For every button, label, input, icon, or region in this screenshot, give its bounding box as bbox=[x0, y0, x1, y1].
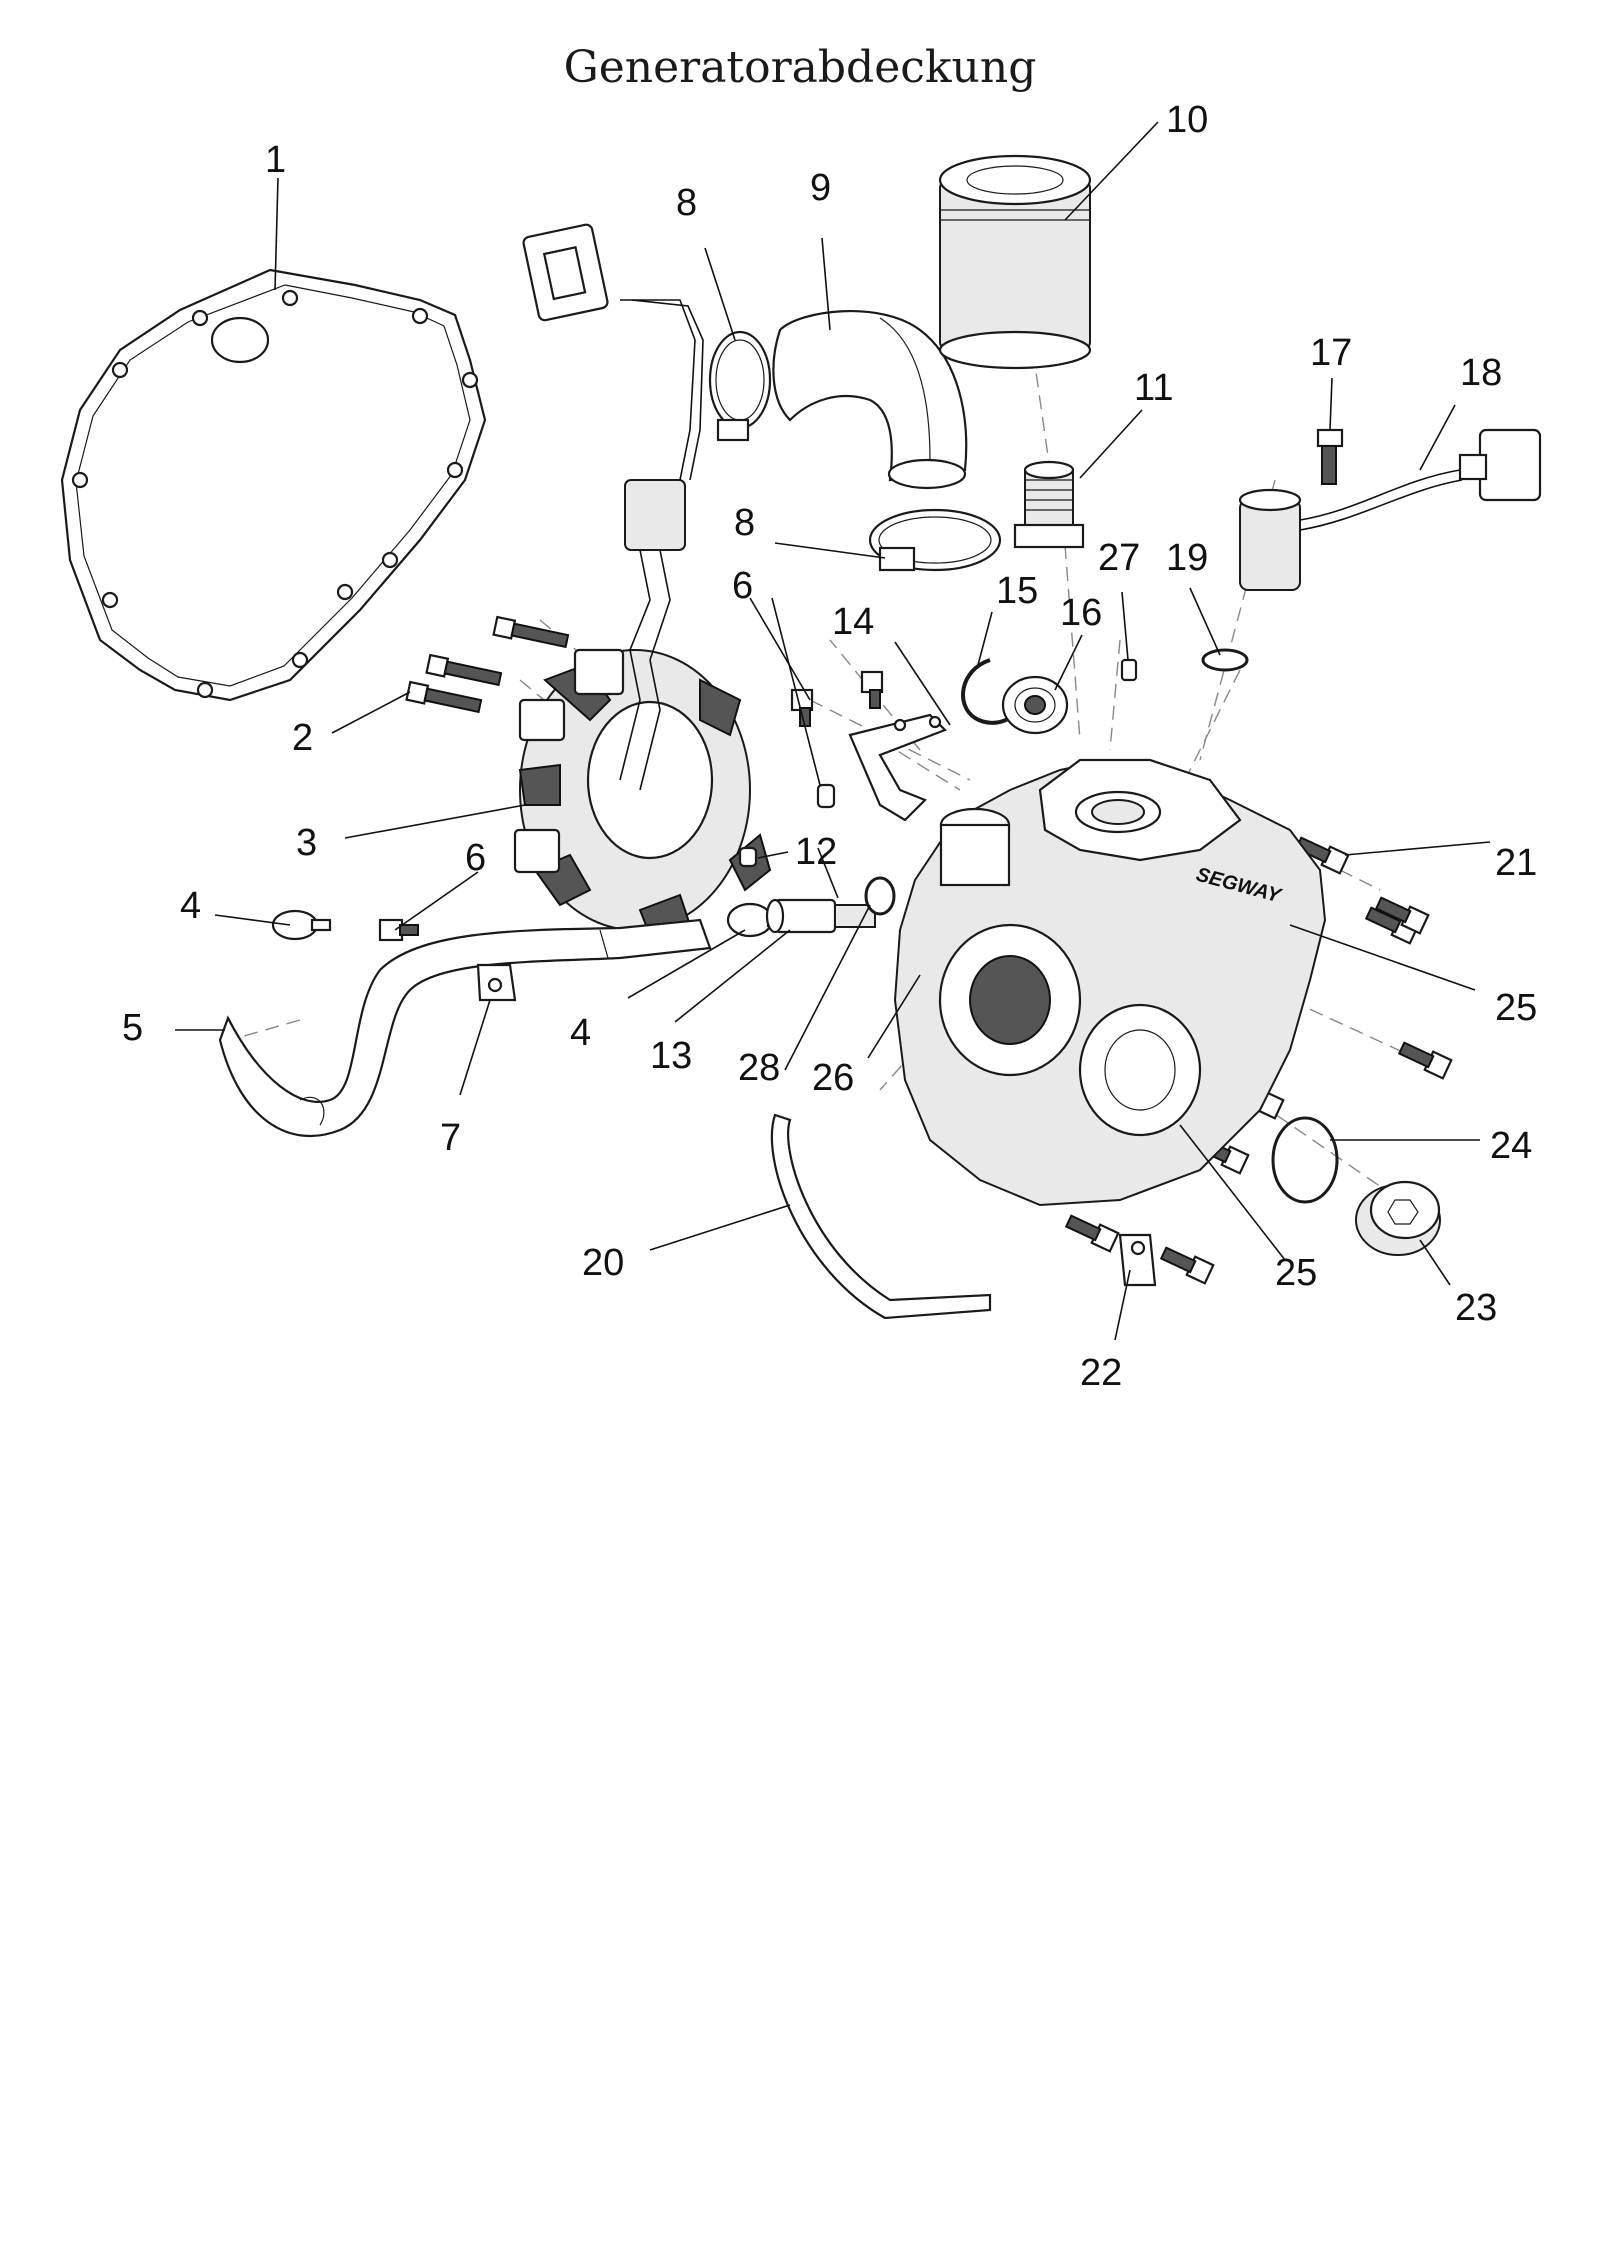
callout-10: 10 bbox=[1166, 99, 1208, 141]
part-27-pin bbox=[1120, 658, 1138, 682]
callout-24: 24 bbox=[1490, 1125, 1532, 1167]
diagram-title: Generatorabdeckung bbox=[563, 42, 1037, 93]
part-26-generator-cover: SEGWAY bbox=[893, 758, 1327, 1207]
part-23-plug-cap bbox=[1355, 1180, 1441, 1256]
callout-20: 20 bbox=[582, 1242, 624, 1284]
callout-9: 9 bbox=[810, 167, 831, 209]
callout-2: 2 bbox=[292, 717, 313, 759]
part-3-stator bbox=[513, 648, 772, 937]
callout-23: 23 bbox=[1455, 1287, 1497, 1329]
part-stator-wire-harness bbox=[522, 223, 704, 791]
part-28-sealing-washer bbox=[864, 876, 896, 916]
callout-6-left: 6 bbox=[465, 837, 486, 879]
part-24-o-ring bbox=[1271, 1116, 1339, 1204]
callout-1: 1 bbox=[265, 139, 286, 181]
callout-27: 27 bbox=[1098, 537, 1140, 579]
callout-8-lower: 8 bbox=[734, 502, 755, 544]
callout-13: 13 bbox=[650, 1035, 692, 1077]
part-8-band-clamp-lower bbox=[868, 508, 1002, 572]
callout-3: 3 bbox=[296, 822, 317, 864]
callout-16: 16 bbox=[1060, 592, 1102, 634]
part-9-elbow-hose bbox=[772, 309, 968, 490]
exploded-view-drawing: SEGWAY bbox=[60, 99, 1542, 1394]
part-6-screw-left bbox=[378, 918, 419, 942]
part-17-bolt bbox=[1316, 428, 1344, 485]
callout-14: 14 bbox=[832, 601, 874, 643]
callout-25-upper: 25 bbox=[1495, 987, 1537, 1029]
part-4-hose-clamp-left bbox=[271, 909, 332, 941]
callout-22: 22 bbox=[1080, 1352, 1122, 1394]
part-12-dowel-pins bbox=[738, 783, 836, 868]
callout-18: 18 bbox=[1460, 352, 1502, 394]
callout-21: 21 bbox=[1495, 842, 1537, 884]
part-19-o-ring bbox=[1201, 648, 1249, 672]
callout-labels: 1 2 3 4 4 5 6 6 7 8 8 9 10 11 12 13 14 1… bbox=[122, 99, 1537, 1394]
part-10-oil-filter bbox=[938, 154, 1092, 370]
callout-25-lower: 25 bbox=[1275, 1252, 1317, 1294]
part-8-band-clamp-upper bbox=[708, 330, 772, 442]
part-5-coolant-hose bbox=[218, 918, 712, 1138]
callout-4-right: 4 bbox=[570, 1012, 591, 1054]
callout-19: 19 bbox=[1166, 537, 1208, 579]
part-2-bolts bbox=[405, 615, 570, 714]
part-6-screw-upper bbox=[790, 670, 884, 727]
callout-7: 7 bbox=[440, 1117, 461, 1159]
callout-11: 11 bbox=[1134, 367, 1173, 409]
part-7-bracket bbox=[476, 963, 517, 1002]
part-11-threaded-nipple bbox=[1013, 460, 1085, 549]
part-20-breather-tube bbox=[770, 1113, 992, 1320]
part-16-bearing bbox=[1001, 675, 1069, 735]
part-14-cover-plate bbox=[848, 713, 947, 822]
callout-17: 17 bbox=[1310, 332, 1352, 374]
callout-5: 5 bbox=[122, 1007, 143, 1049]
callout-15: 15 bbox=[996, 570, 1038, 612]
callout-8-upper: 8 bbox=[676, 182, 697, 224]
part-18-sensor bbox=[1238, 428, 1542, 591]
part-22-clip bbox=[1118, 1233, 1157, 1287]
callout-12: 12 bbox=[795, 831, 837, 873]
part-1-gasket bbox=[60, 268, 487, 702]
callout-26: 26 bbox=[812, 1057, 854, 1099]
part-13-fitting bbox=[765, 898, 876, 934]
callout-4-left: 4 bbox=[180, 885, 201, 927]
leader-lines bbox=[175, 121, 1491, 1341]
callout-28: 28 bbox=[738, 1047, 780, 1089]
callout-6-upper: 6 bbox=[732, 565, 753, 607]
